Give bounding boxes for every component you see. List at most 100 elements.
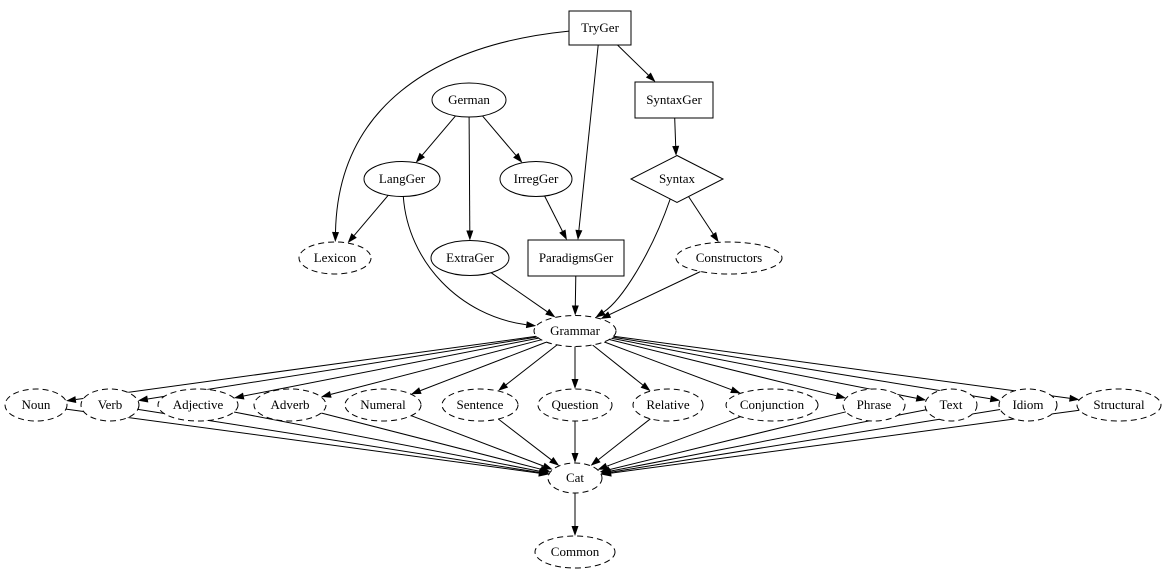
edge-Grammar-Text	[611, 337, 927, 402]
ellipse-shape	[157, 388, 239, 422]
edge-Sentence-Cat	[497, 418, 560, 466]
edge-Cat-Common	[571, 493, 579, 536]
edge-Grammar-Relative	[592, 344, 651, 392]
node-label: Idiom	[1012, 397, 1043, 412]
arrowhead-icon	[321, 391, 332, 398]
edge-Adverb-Cat	[321, 412, 551, 473]
node-label: Lexicon	[314, 250, 357, 265]
edge-LangGer-Lexicon	[347, 194, 389, 243]
edge-line	[617, 44, 649, 76]
arrowhead-icon	[332, 231, 339, 242]
ellipse-shape	[253, 388, 327, 422]
ellipse-shape	[924, 388, 978, 422]
edge-line	[490, 272, 548, 313]
arrowhead-icon	[347, 233, 357, 243]
edge-line	[420, 341, 547, 392]
edge-Syntax-Grammar	[595, 198, 671, 318]
edge-Grammar-Adverb	[321, 339, 542, 398]
node-label: IrregGer	[514, 171, 559, 186]
arrowhead-icon	[466, 230, 474, 241]
arrowhead-icon	[549, 457, 560, 466]
edge-line	[609, 411, 847, 471]
edge-line	[592, 344, 644, 386]
node-Grammar: Grammar	[533, 315, 617, 347]
node-label: Common	[551, 544, 600, 559]
node-Syntax: Syntax	[629, 154, 725, 204]
node-SyntaxGer: SyntaxGer	[634, 81, 714, 119]
ellipse-shape	[499, 161, 573, 197]
node-Conjunction: Conjunction	[725, 388, 819, 422]
edge-line	[611, 337, 917, 399]
arrowhead-icon	[597, 462, 609, 470]
arrowhead-icon	[835, 392, 846, 400]
node-Phrase: Phrase	[842, 388, 906, 422]
node-label: Adverb	[271, 397, 310, 412]
ellipse-shape	[998, 388, 1058, 422]
node-label: German	[448, 92, 490, 107]
edge-line	[578, 44, 599, 231]
ellipse-shape	[441, 388, 519, 422]
edge-TryGer-ParadigmsGer	[575, 44, 599, 240]
ellipse-shape	[1076, 388, 1162, 422]
edge-Grammar-Idiom	[612, 336, 1001, 403]
arrowhead-icon	[66, 396, 77, 403]
edge-Constructors-Grammar	[600, 271, 701, 319]
edge-Grammar-Phrase	[609, 339, 846, 400]
node-label: Grammar	[550, 323, 600, 338]
arrowhead-icon	[525, 321, 537, 329]
arrowhead-icon	[545, 308, 556, 318]
edge-Grammar-Verb	[137, 336, 538, 403]
ellipse-shape	[533, 315, 617, 347]
node-label: Syntax	[659, 171, 696, 186]
edge-line	[603, 341, 732, 391]
diamond-shape	[629, 154, 725, 204]
edge-line	[421, 115, 456, 156]
edge-Question-Cat	[571, 421, 579, 463]
node-Noun: Noun	[4, 388, 68, 422]
node-LangGer: LangGer	[363, 161, 441, 197]
node-label: ExtraGer	[446, 250, 494, 265]
arrowhead-icon	[600, 311, 612, 319]
arrowhead-icon	[640, 382, 651, 392]
node-Sentence: Sentence	[441, 388, 519, 422]
node-label: Structural	[1093, 397, 1145, 412]
edge-line	[335, 30, 570, 233]
node-Structural: Structural	[1076, 388, 1162, 422]
arrowhead-icon	[730, 386, 741, 394]
node-label: Noun	[22, 397, 51, 412]
ellipse-shape	[632, 388, 704, 422]
node-TryGer: TryGer	[568, 10, 632, 46]
edge-line	[612, 336, 991, 400]
node-Relative: Relative	[632, 388, 704, 422]
edge-ParadigmsGer-Grammar	[571, 275, 579, 316]
ellipse-shape	[298, 241, 372, 275]
edge-line	[574, 275, 577, 306]
edge-line	[505, 344, 558, 386]
arrowhead-icon	[601, 469, 612, 477]
edge-line	[606, 416, 741, 467]
edge-Grammar-Question	[571, 346, 579, 389]
edge-line	[482, 115, 517, 156]
edge-TryGer-Lexicon	[332, 30, 570, 242]
edge-Grammar-Noun	[66, 335, 537, 403]
node-label: Sentence	[457, 397, 504, 412]
node-label: Text	[940, 397, 963, 412]
arrowhead-icon	[571, 305, 579, 316]
node-label: Question	[552, 397, 599, 412]
edge-line	[243, 337, 539, 397]
edge-line	[609, 339, 837, 397]
edge-Structural-Cat	[601, 409, 1080, 477]
edge-German-ExtraGer	[466, 116, 474, 241]
arrowhead-icon	[595, 309, 606, 318]
box-shape	[527, 239, 625, 277]
edge-line	[497, 418, 552, 461]
arrowhead-icon	[1069, 394, 1080, 402]
arrowhead-icon	[571, 526, 579, 536]
edge-line	[598, 418, 651, 460]
node-German: German	[431, 82, 507, 118]
node-label: SyntaxGer	[646, 92, 702, 107]
edge-Syntax-Constructors	[688, 196, 719, 243]
node-label: Conjunction	[740, 397, 805, 412]
